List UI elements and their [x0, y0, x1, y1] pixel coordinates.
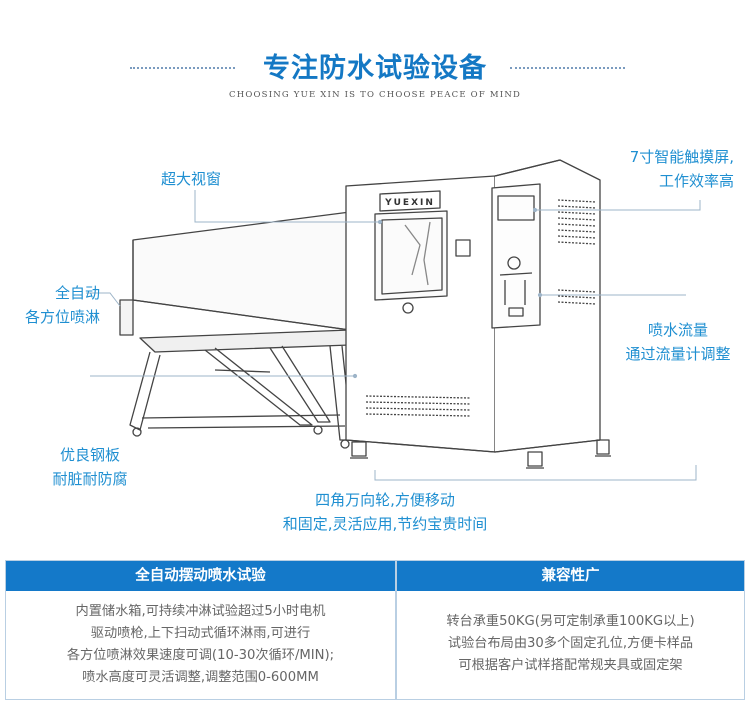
- callout-wheels-line2: 和固定,灵活应用,节约宝贵时间: [282, 515, 488, 533]
- machine-illustration: YUEXIN: [86, 159, 701, 481]
- callout-spray: 全自动 各方位喷淋: [14, 281, 100, 329]
- callout-touchscreen: 7寸智能触摸屏, 工作效率高: [574, 145, 734, 193]
- callout-wheels-line1: 四角万向轮,方便移动: [315, 491, 455, 509]
- callout-spray-line2: 各方位喷淋: [24, 308, 100, 326]
- callout-flow: 喷水流量 通过流量计调整: [613, 318, 743, 366]
- callout-steel: 优良钢板 耐脏耐防腐: [40, 443, 140, 491]
- header: 专注防水试验设备 CHOOSING YUE XIN IS TO CHOOSE P…: [0, 46, 750, 116]
- spec-divider: [395, 561, 397, 699]
- spec-line: 内置储水箱,可持续冲淋试验超过5小时电机: [75, 604, 326, 619]
- spec-line: 喷水高度可灵活调整,调整范围0-600MM: [82, 670, 319, 685]
- callout-wheels: 四角万向轮,方便移动 和固定,灵活应用,节约宝贵时间: [240, 488, 530, 536]
- callout-touchscreen-line2: 工作效率高: [658, 172, 734, 190]
- header-dots-left: [130, 67, 235, 69]
- spec-line: 各方位喷淋效果速度可调(10-30次循环/MIN);: [66, 648, 335, 663]
- spec-line: 转台承重50KG(另可定制承重100KG以上): [446, 614, 695, 629]
- spec-table: 全自动摆动喷水试验 兼容性广 内置储水箱,可持续冲淋试验超过5小时电机 驱动喷枪…: [5, 560, 745, 700]
- spec-body-compatibility: 转台承重50KG(另可定制承重100KG以上) 试验台布局由30多个固定孔位,方…: [397, 591, 744, 701]
- spec-heading-compatibility: 兼容性广: [397, 561, 744, 591]
- page-title: 专注防水试验设备: [263, 53, 487, 84]
- header-dots-right: [510, 67, 625, 69]
- spec-line: 驱动喷枪,上下扫动式循环淋雨,可进行: [90, 626, 311, 641]
- spec-line: 可根据客户试样搭配常规夹具或固定架: [458, 658, 683, 673]
- page-subtitle: CHOOSING YUE XIN IS TO CHOOSE PEACE OF M…: [229, 90, 521, 100]
- callout-steel-line1: 优良钢板: [59, 446, 120, 464]
- callout-touchscreen-line1: 7寸智能触摸屏,: [629, 148, 734, 166]
- callout-window: 超大视窗: [161, 170, 222, 188]
- callout-flow-line1: 喷水流量: [647, 321, 708, 339]
- callout-steel-line2: 耐脏耐防腐: [52, 470, 128, 488]
- brand-plate-text: YUEXIN: [384, 198, 435, 208]
- callout-flow-line2: 通过流量计调整: [625, 345, 731, 363]
- spec-heading-auto-spray: 全自动摆动喷水试验: [6, 561, 395, 591]
- callout-spray-line1: 全自动: [54, 284, 100, 302]
- spec-body-auto-spray: 内置储水箱,可持续冲淋试验超过5小时电机 驱动喷枪,上下扫动式循环淋雨,可进行 …: [6, 591, 395, 701]
- product-figure: YUEXIN: [0, 150, 750, 550]
- spec-line: 试验台布局由30多个固定孔位,方便卡样品: [447, 636, 694, 651]
